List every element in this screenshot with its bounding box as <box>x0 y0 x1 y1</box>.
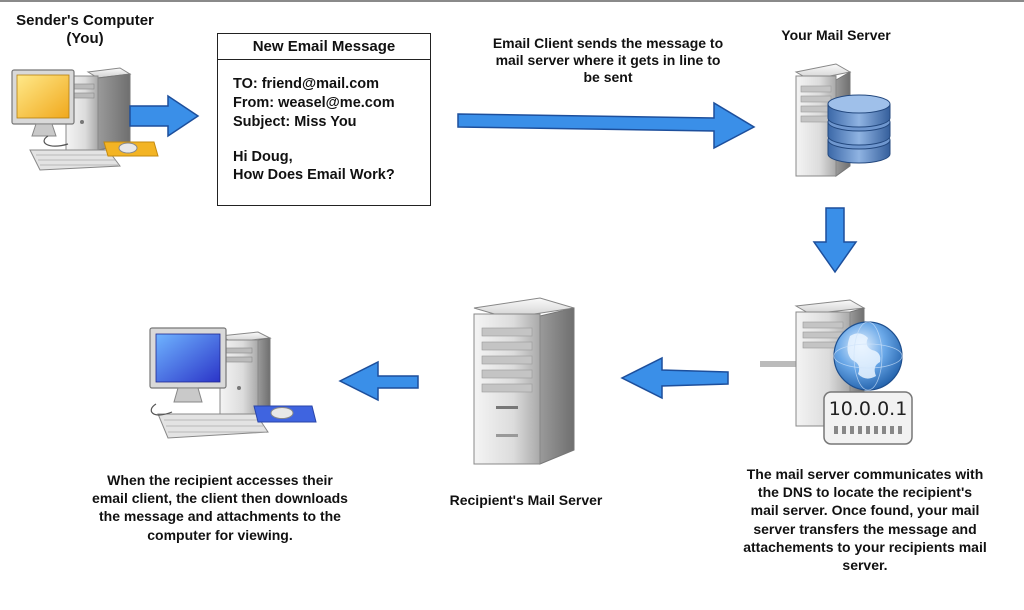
arrow-left-to-recipient-server-icon <box>620 356 729 400</box>
arrow-right-to-email-icon <box>129 94 200 138</box>
recipient-computer-icon <box>149 327 317 439</box>
email-box-title: New Email Message <box>218 34 430 60</box>
dns-caption-line-3: mail server. Once found, your mail <box>750 502 980 519</box>
email-greeting: Hi Doug, <box>233 148 293 165</box>
dns-caption-line-4: server transfers the message and <box>753 520 977 537</box>
email-subject-line: Subject: Miss You <box>233 113 357 130</box>
email-to-line: TO: friend@mail.com <box>233 76 380 92</box>
email-body-text: How Does Email Work? <box>233 167 395 184</box>
download-caption-line-4: computer for viewing. <box>147 526 293 543</box>
recipient-download-caption: When the recipient accesses their email … <box>68 471 372 544</box>
arrow-down-to-dns-icon <box>812 207 858 274</box>
email-client-caption: Email Client sends the message to mail s… <box>470 35 746 85</box>
recipient-mail-server-label: Recipient's Mail Server <box>449 492 603 508</box>
dns-caption-line-6: server. <box>842 556 888 573</box>
email-box-body: TO: friend@mail.com From: weasel@me.com … <box>218 60 430 185</box>
dns-server-globe-icon <box>760 299 913 445</box>
recipient-mail-server-icon <box>473 297 575 465</box>
arrow-right-to-server-icon <box>457 101 756 150</box>
download-caption-line-2: email client, the client then downloads <box>92 490 348 507</box>
download-caption-line-3: the message and attachments to the <box>99 508 341 525</box>
dns-lookup-caption: The mail server communicates with the DN… <box>714 465 1016 574</box>
email-from-line: From: weasel@me.com <box>233 94 395 111</box>
sender-computer-icon <box>11 67 159 171</box>
dns-caption-line-5: attachements to your recipients mail <box>743 538 987 555</box>
new-email-message-box: New Email Message TO: friend@mail.com Fr… <box>217 33 431 206</box>
dns-ip-address: 10.0.0.1 <box>828 398 908 420</box>
dns-caption-line-1: The mail server communicates with <box>746 466 984 482</box>
sender-label-line-1: Sender's Computer <box>16 12 154 29</box>
arrow-left-to-recipient-computer-icon <box>338 360 419 402</box>
client-caption-line-3: be sent <box>583 68 633 85</box>
dns-caption-line-2: the DNS to locate the recipient's <box>757 484 973 501</box>
client-caption-line-2: mail server where it gets in line to <box>495 51 721 68</box>
sender-label-line-2: (You) <box>66 30 104 47</box>
your-mail-server-label: Your Mail Server <box>781 27 891 43</box>
client-caption-line-1: Email Client sends the message to <box>492 35 724 51</box>
mail-server-database-icon <box>794 63 891 177</box>
download-caption-line-1: When the recipient accesses their <box>107 472 333 488</box>
sender-computer-label: Sender's Computer (You) <box>2 12 168 48</box>
